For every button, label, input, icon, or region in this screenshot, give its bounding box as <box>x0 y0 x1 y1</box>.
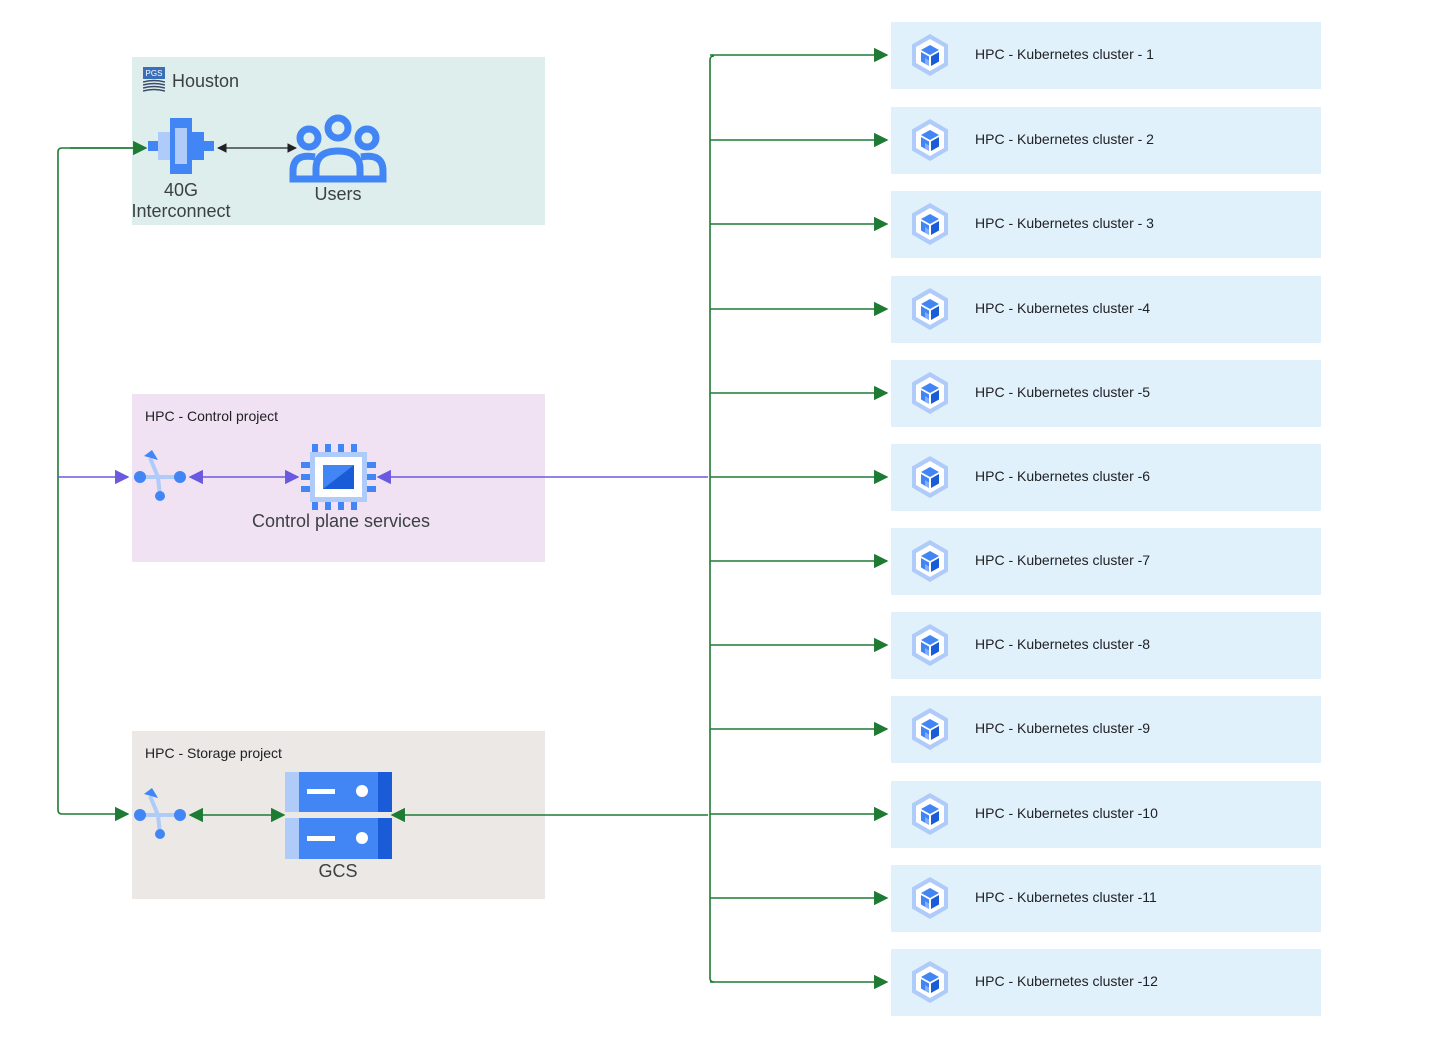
kubernetes-engine-icon <box>912 119 948 161</box>
cluster-label: HPC - Kubernetes cluster -11 <box>975 889 1157 905</box>
kubernetes-cluster-7: HPC - Kubernetes cluster -7 <box>891 528 1321 595</box>
interconnect-label: 40G Interconnect <box>131 180 231 221</box>
cluster-label: HPC - Kubernetes cluster -12 <box>975 973 1158 989</box>
control-project-title: HPC - Control project <box>145 408 279 424</box>
pgs-logo: PGS <box>143 67 165 92</box>
svg-text:PGS: PGS <box>146 69 163 78</box>
right-bus-line <box>709 55 715 983</box>
kubernetes-cluster-12: HPC - Kubernetes cluster -12 <box>891 949 1321 1016</box>
kubernetes-engine-icon <box>912 34 948 76</box>
storage-project-title: HPC - Storage project <box>145 745 282 761</box>
router-icon <box>134 788 186 839</box>
left-bus-line <box>57 147 146 822</box>
kubernetes-engine-icon <box>912 708 948 750</box>
control-plane-label: Control plane services <box>251 511 431 531</box>
kubernetes-engine-icon <box>912 456 948 498</box>
gcs-label: GCS <box>318 861 358 881</box>
kubernetes-cluster-9: HPC - Kubernetes cluster -9 <box>891 696 1321 763</box>
compute-chip-icon <box>301 444 376 510</box>
kubernetes-engine-icon <box>912 961 948 1003</box>
kubernetes-engine-icon <box>912 288 948 330</box>
cluster-label: HPC - Kubernetes cluster -9 <box>975 720 1151 736</box>
router-icon <box>134 450 186 501</box>
cluster-branches <box>710 47 889 990</box>
cluster-label: HPC - Kubernetes cluster -10 <box>975 805 1158 821</box>
kubernetes-cluster-1: HPC - Kubernetes cluster - 1 <box>891 22 1321 89</box>
kubernetes-cluster-5: HPC - Kubernetes cluster -5 <box>891 360 1321 427</box>
users-icon <box>289 114 387 183</box>
kubernetes-cluster-10: HPC - Kubernetes cluster -10 <box>891 781 1321 848</box>
kubernetes-cluster-4: HPC - Kubernetes cluster -4 <box>891 276 1321 343</box>
cluster-label: HPC - Kubernetes cluster -5 <box>975 384 1151 400</box>
cluster-label: HPC - Kubernetes cluster -6 <box>975 468 1151 484</box>
kubernetes-engine-icon <box>912 540 948 582</box>
cluster-label: HPC - Kubernetes cluster -7 <box>975 552 1151 568</box>
kubernetes-cluster-11: HPC - Kubernetes cluster -11 <box>891 865 1321 932</box>
kubernetes-cluster-8: HPC - Kubernetes cluster -8 <box>891 612 1321 679</box>
users-label: Users <box>314 184 362 204</box>
cloud-storage-icon <box>285 772 392 859</box>
interconnect-icon <box>148 118 214 174</box>
kubernetes-engine-icon <box>912 372 948 414</box>
cluster-label: HPC - Kubernetes cluster - 3 <box>975 215 1154 231</box>
kubernetes-cluster-2: HPC - Kubernetes cluster - 2 <box>891 107 1321 174</box>
kubernetes-engine-icon <box>912 203 948 245</box>
kubernetes-cluster-3: HPC - Kubernetes cluster - 3 <box>891 191 1321 258</box>
kubernetes-cluster-6: HPC - Kubernetes cluster -6 <box>891 444 1321 511</box>
houston-title: Houston <box>172 71 240 91</box>
cluster-label: HPC - Kubernetes cluster - 1 <box>975 46 1154 62</box>
kubernetes-engine-icon <box>912 877 948 919</box>
kubernetes-engine-icon <box>912 793 948 835</box>
cluster-label: HPC - Kubernetes cluster - 2 <box>975 131 1154 147</box>
cluster-label: HPC - Kubernetes cluster -4 <box>975 300 1151 316</box>
kubernetes-engine-icon <box>912 624 948 666</box>
cluster-label: HPC - Kubernetes cluster -8 <box>975 636 1151 652</box>
